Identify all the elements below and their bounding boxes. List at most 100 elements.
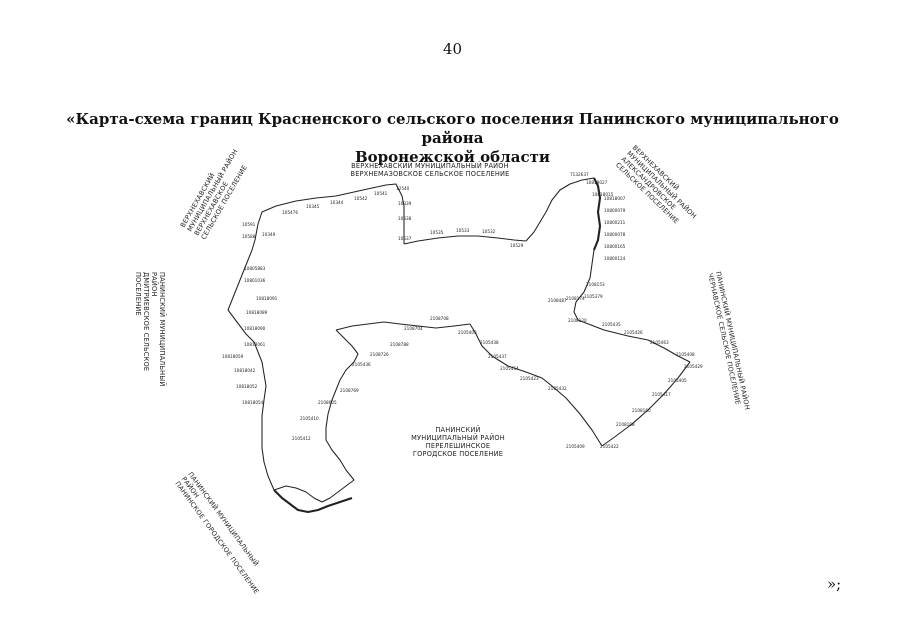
boundary-point-label: 10541 bbox=[374, 191, 388, 196]
region-label-line: ПЕРЕЛЕШИНСКОЕ bbox=[426, 442, 491, 450]
boundary-point-label: 10818091 bbox=[256, 296, 278, 301]
boundary-point-label: 12540 bbox=[396, 186, 410, 191]
boundary-point-label: 2105435 bbox=[602, 322, 621, 327]
boundary-point-label: 2108160 bbox=[632, 408, 651, 413]
map-title-line-1: «Карта-схема границ Красненского сельско… bbox=[66, 110, 839, 147]
boundary-segment-west bbox=[227, 309, 275, 491]
boundary-point-label: 2108120 bbox=[568, 318, 587, 323]
boundary-point-label: 2105422 bbox=[600, 444, 619, 449]
region-label-line: ВЕРХНЕХАВСКИЙ МУНИЦИПАЛЬНЫЙ РАЙОН bbox=[351, 161, 509, 170]
boundary-point-label: 10805883 bbox=[244, 266, 266, 271]
boundary-point-label: 10818007 bbox=[604, 196, 626, 201]
boundary-point-label: 10818027 bbox=[586, 180, 608, 185]
boundary-point-label: 2108153 bbox=[586, 282, 605, 287]
boundary-point-label: 10801036 bbox=[244, 278, 266, 283]
region-label-line: РАЙОН bbox=[150, 272, 159, 297]
boundary-segment-east-diagonal bbox=[577, 319, 691, 363]
boundary-segment-south-east bbox=[601, 361, 691, 447]
boundary-point-label: 10535 bbox=[430, 230, 444, 235]
boundary-point-label: 2108605 bbox=[318, 400, 337, 405]
region-label-chernavskoe: ПАНИНСКИЙ МУНИЦИПАЛЬНЫЙ РАЙОНЧЕРНАВСКОЕ … bbox=[706, 271, 752, 411]
boundary-point-label: 2108769 bbox=[340, 388, 359, 393]
boundary-point-label: 10818015 bbox=[592, 192, 614, 197]
boundary-point-label: 10538 bbox=[398, 216, 412, 221]
boundary-segment-west-upper bbox=[227, 239, 256, 311]
region-label-verkhnemazovskoe: ВЕРХНЕХАВСКИЙ МУНИЦИПАЛЬНЫЙ РАЙОНВЕРХНЕМ… bbox=[350, 161, 509, 178]
boundary-point-label: 2105432 bbox=[548, 386, 567, 391]
boundary-point-label: 2108108 bbox=[616, 422, 635, 427]
boundary-point-label: 2108487 bbox=[548, 298, 567, 303]
boundary-point-label: 10537 bbox=[398, 236, 412, 241]
boundary-point-label: 10800079 bbox=[604, 208, 626, 213]
boundary-point-label: 10800211 bbox=[604, 220, 626, 225]
boundary-point-label: 2105403 bbox=[458, 330, 477, 335]
boundary-point-label: 10529 bbox=[510, 243, 524, 248]
region-label-line: ПАНИНСКИЙ МУНИЦИПАЛЬНЫЙ bbox=[158, 272, 167, 386]
boundary-point-label: 10344 bbox=[330, 200, 344, 205]
boundary-segment-south-east-inner bbox=[469, 323, 603, 447]
boundary-segment-south bbox=[273, 479, 355, 503]
region-label-line: ПАНИНСКОЕ ГОРОДСКОЕ ПОСЕЛЕНИЕ bbox=[173, 480, 260, 596]
boundary-point-label: 10345 bbox=[306, 204, 320, 209]
boundary-point-label: 10800124 bbox=[604, 256, 626, 261]
boundary-point-label: 2105436 bbox=[352, 362, 371, 367]
boundary-segment-north-east bbox=[525, 177, 595, 242]
boundary-point-label: 10818090 bbox=[244, 326, 266, 331]
boundary-point-label: 10532 bbox=[482, 229, 496, 234]
boundary-point-label: 2108704 bbox=[404, 326, 423, 331]
page-number: 40 bbox=[442, 40, 463, 58]
boundary-point-label: 2105463 bbox=[650, 340, 669, 345]
boundary-point-label: 7132637 bbox=[570, 172, 589, 177]
boundary-point-label: 10818054 bbox=[242, 400, 264, 405]
boundary-point-label: 10339 bbox=[398, 201, 412, 206]
boundary-point-label: 2105405 bbox=[668, 378, 687, 383]
region-label-line: ПАНИНСКИЙ bbox=[435, 425, 480, 434]
boundary-point-label: 10591 bbox=[242, 222, 256, 227]
region-label-line: МУНИЦИПАЛЬНЫЙ РАЙОН bbox=[411, 433, 505, 442]
boundary-point-label: 10818059 bbox=[222, 354, 244, 359]
boundary-segment-north-east-bold bbox=[593, 177, 602, 251]
boundary-point-label: 10533 bbox=[456, 228, 470, 233]
boundary-point-label: 2105437 bbox=[488, 354, 507, 359]
boundary-point-label: 2105417 bbox=[652, 392, 671, 397]
boundary-segment-middle-top bbox=[335, 321, 471, 331]
boundary-segment-east-upper bbox=[573, 249, 595, 321]
boundary-point-label: 2105454 bbox=[500, 366, 519, 371]
boundary-point-label: 2105412 bbox=[292, 436, 311, 441]
boundary-point-label: 2105408 bbox=[676, 352, 695, 357]
boundary-point-label: 2108708 bbox=[430, 316, 449, 321]
boundary-point-label: 2105379 bbox=[584, 294, 603, 299]
boundary-point-label: 10542 bbox=[354, 196, 368, 201]
boundary-lines bbox=[227, 177, 691, 514]
boundary-point-label: 10818042 bbox=[234, 368, 256, 373]
region-label-dmitrievskoe: ПАНИНСКИЙ МУНИЦИПАЛЬНЫЙРАЙОНДМИТРИЕВСКОЕ… bbox=[134, 272, 167, 386]
boundary-point-label: 2108726 bbox=[370, 352, 389, 357]
boundary-point-label: 2108788 bbox=[390, 342, 409, 347]
region-label-line: ГОРОДСКОЕ ПОСЕЛЕНИЕ bbox=[413, 450, 503, 458]
region-label-line: ВЕРХНЕМАЗОВСКОЕ СЕЛЬСКОЕ ПОСЕЛЕНИЕ bbox=[350, 170, 509, 178]
boundary-segment-south-bold bbox=[273, 489, 353, 514]
boundary-segment-north bbox=[403, 235, 527, 245]
boundary-point-label: 2105423 bbox=[520, 376, 539, 381]
boundary-point-label: 10818052 bbox=[236, 384, 258, 389]
boundary-segment-north-west bbox=[254, 183, 405, 244]
map-title: «Карта-схема границ Красненского сельско… bbox=[60, 110, 845, 167]
boundary-point-label: 2105410 bbox=[300, 416, 319, 421]
boundary-segment-middle-inner bbox=[325, 329, 359, 481]
map-title-line-2: Воронежской области bbox=[354, 148, 551, 166]
boundary-point-label: 2105438 bbox=[480, 340, 499, 345]
boundary-point-label: 10800078 bbox=[604, 232, 626, 237]
boundary-point-label: 2105426 bbox=[624, 330, 643, 335]
boundary-point-label: 2105409 bbox=[566, 444, 585, 449]
boundary-point-label: 10349 bbox=[262, 232, 276, 237]
region-label-line: ПОСЕЛЕНИЕ bbox=[134, 272, 142, 316]
region-label-line: ДМИТРИЕВСКОЕ СЕЛЬСКОЕ bbox=[142, 272, 150, 371]
boundary-point-label: 105476 bbox=[282, 210, 298, 215]
boundary-point-label: 2108174 bbox=[566, 296, 585, 301]
boundary-point-label: 10818061 bbox=[244, 342, 266, 347]
